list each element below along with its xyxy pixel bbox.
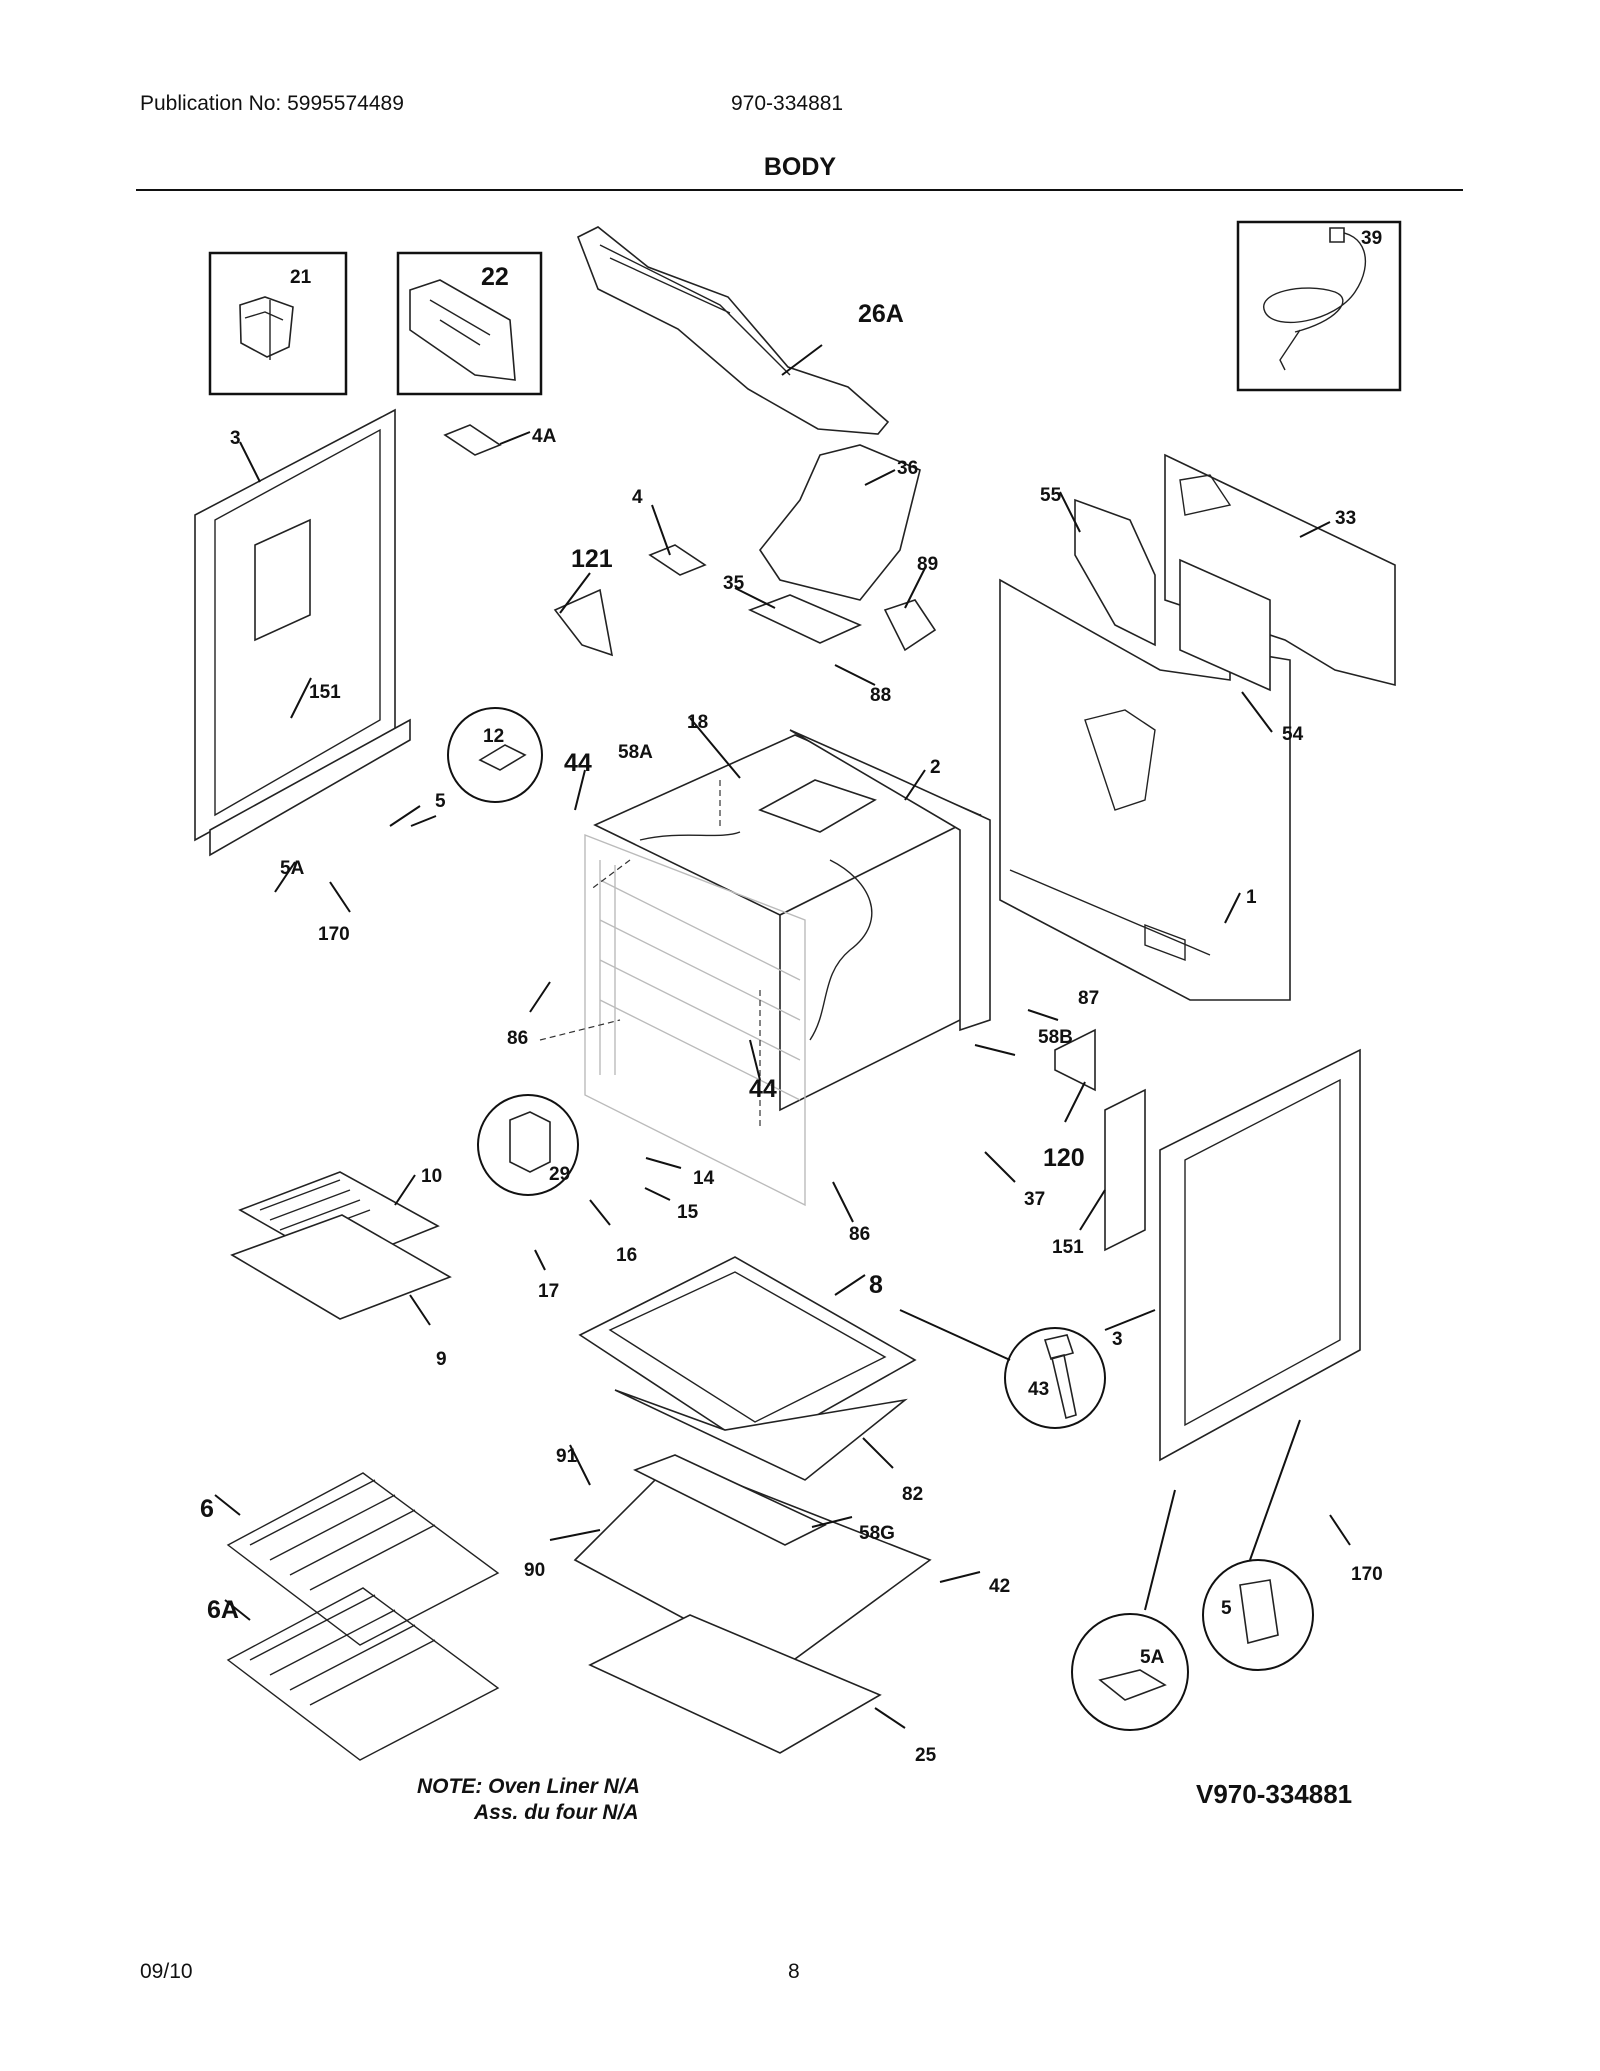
callout-5A-right: 5A (1140, 1647, 1165, 1668)
callout-58A: 58A (618, 742, 653, 763)
callout-58B: 58B (1038, 1027, 1073, 1048)
inset-part-43[interactable] (1004, 1327, 1106, 1429)
callout-3-left: 3 (230, 428, 241, 449)
callout-91: 91 (556, 1446, 578, 1467)
note-oven-liner-en: NOTE: Oven Liner N/A (417, 1775, 640, 1798)
publication-number: Publication No: 5995574489 (140, 92, 404, 115)
callout-12: 12 (483, 726, 504, 747)
callout-151-right: 151 (1052, 1237, 1084, 1258)
callout-170-left: 170 (318, 924, 350, 945)
callout-2: 2 (930, 757, 941, 778)
callout-15: 15 (677, 1202, 699, 1223)
callout-121: 121 (571, 545, 613, 573)
callout-17: 17 (538, 1281, 559, 1302)
footer-date: 09/10 (140, 1960, 193, 1983)
callout-120: 120 (1043, 1144, 1085, 1172)
part-9-broiler-pan[interactable] (230, 1214, 452, 1320)
callout-35: 35 (723, 573, 745, 594)
part-3-right-side-panel[interactable] (1159, 1048, 1361, 1462)
callout-3-right: 3 (1112, 1329, 1123, 1350)
part-89-bracket[interactable] (883, 599, 937, 652)
page-title-text: BODY (763, 153, 837, 181)
callout-8: 8 (869, 1271, 883, 1299)
oven-cavity-assembly[interactable] (539, 729, 991, 1207)
header-rule (136, 189, 1463, 191)
callout-90: 90 (524, 1560, 545, 1581)
part-3-left-side-panel[interactable] (194, 408, 411, 857)
callout-22: 22 (481, 263, 509, 291)
callout-86-left: 86 (507, 1028, 528, 1049)
callout-58G: 58G (859, 1523, 895, 1544)
callout-10: 10 (421, 1166, 442, 1187)
model-number: 970-334881 (731, 92, 844, 115)
callout-6A: 6A (207, 1596, 239, 1624)
part-55-duct[interactable] (1074, 498, 1156, 647)
callout-labels: 21 22 26A 39 3 4A 4 36 55 33 121 35 89 8… (200, 228, 1383, 1766)
callout-42: 42 (989, 1576, 1010, 1597)
inset-part-39[interactable] (1236, 220, 1402, 392)
part-1-rear-panel[interactable] (999, 578, 1291, 1001)
callout-26A: 26A (858, 300, 904, 328)
part-26A-bracket[interactable] (576, 226, 890, 435)
callout-4A: 4A (532, 426, 557, 447)
callout-14: 14 (693, 1168, 715, 1189)
part-82-panel[interactable] (614, 1389, 908, 1481)
part-8-oven-bottom[interactable] (578, 1256, 917, 1451)
part-4A-clip[interactable] (443, 424, 502, 456)
callout-16: 16 (616, 1245, 637, 1266)
leader-lines (214, 344, 1351, 1729)
callout-37: 37 (1024, 1189, 1045, 1210)
callout-21: 21 (290, 267, 312, 288)
part-4-clip[interactable] (648, 544, 707, 576)
note-oven-liner-fr: Ass. du four N/A (474, 1801, 639, 1824)
part-58G-insulation[interactable] (633, 1454, 827, 1546)
inset-part-5A[interactable] (1071, 1613, 1189, 1731)
callout-29: 29 (549, 1164, 570, 1185)
callout-86-right: 86 (849, 1224, 870, 1245)
callout-44-bottom: 44 (749, 1075, 777, 1103)
page-title: BODY (0, 153, 1600, 182)
diagram-reference: V970-334881 (1196, 1779, 1353, 1809)
callout-55: 55 (1040, 485, 1062, 506)
callout-5-right: 5 (1221, 1598, 1232, 1619)
part-35-plate[interactable] (747, 594, 862, 644)
callout-87: 87 (1078, 988, 1099, 1009)
part-25-cover[interactable] (588, 1614, 882, 1754)
part-121-bracket[interactable] (553, 588, 614, 657)
callout-33: 33 (1335, 508, 1356, 529)
callout-18: 18 (687, 712, 708, 733)
callout-89: 89 (917, 554, 938, 575)
part-6-oven-rack[interactable] (226, 1472, 500, 1646)
part-151-bracket-right[interactable] (1104, 1088, 1146, 1252)
callout-5-left: 5 (435, 791, 446, 812)
callout-4: 4 (632, 487, 643, 508)
part-33-panel[interactable] (1164, 453, 1396, 687)
callout-39: 39 (1361, 228, 1382, 249)
inset-part-5[interactable] (1202, 1559, 1314, 1671)
callout-6: 6 (200, 1495, 214, 1523)
callout-54: 54 (1282, 724, 1304, 745)
callout-151-left: 151 (309, 682, 341, 703)
page-number: 8 (788, 1960, 800, 1983)
callout-36: 36 (897, 458, 918, 479)
callout-170-right: 170 (1351, 1564, 1383, 1585)
callout-5A-left: 5A (280, 858, 305, 879)
callout-1: 1 (1246, 887, 1257, 908)
callout-9: 9 (436, 1349, 447, 1370)
callout-43: 43 (1028, 1379, 1049, 1400)
inset-part-29[interactable] (477, 1094, 579, 1196)
callout-88: 88 (870, 685, 891, 706)
part-36-vent-duct[interactable] (759, 444, 921, 601)
callout-44-top: 44 (564, 749, 592, 777)
part-54-panel[interactable] (1179, 558, 1271, 692)
inset-part-12[interactable] (447, 707, 543, 803)
inset-part-22[interactable] (396, 251, 543, 396)
part-120-bracket[interactable] (1054, 1028, 1096, 1092)
part-6A-oven-rack[interactable] (226, 1587, 500, 1761)
callout-82: 82 (902, 1484, 923, 1505)
callout-25: 25 (915, 1745, 937, 1766)
inset-part-21[interactable] (208, 251, 348, 396)
